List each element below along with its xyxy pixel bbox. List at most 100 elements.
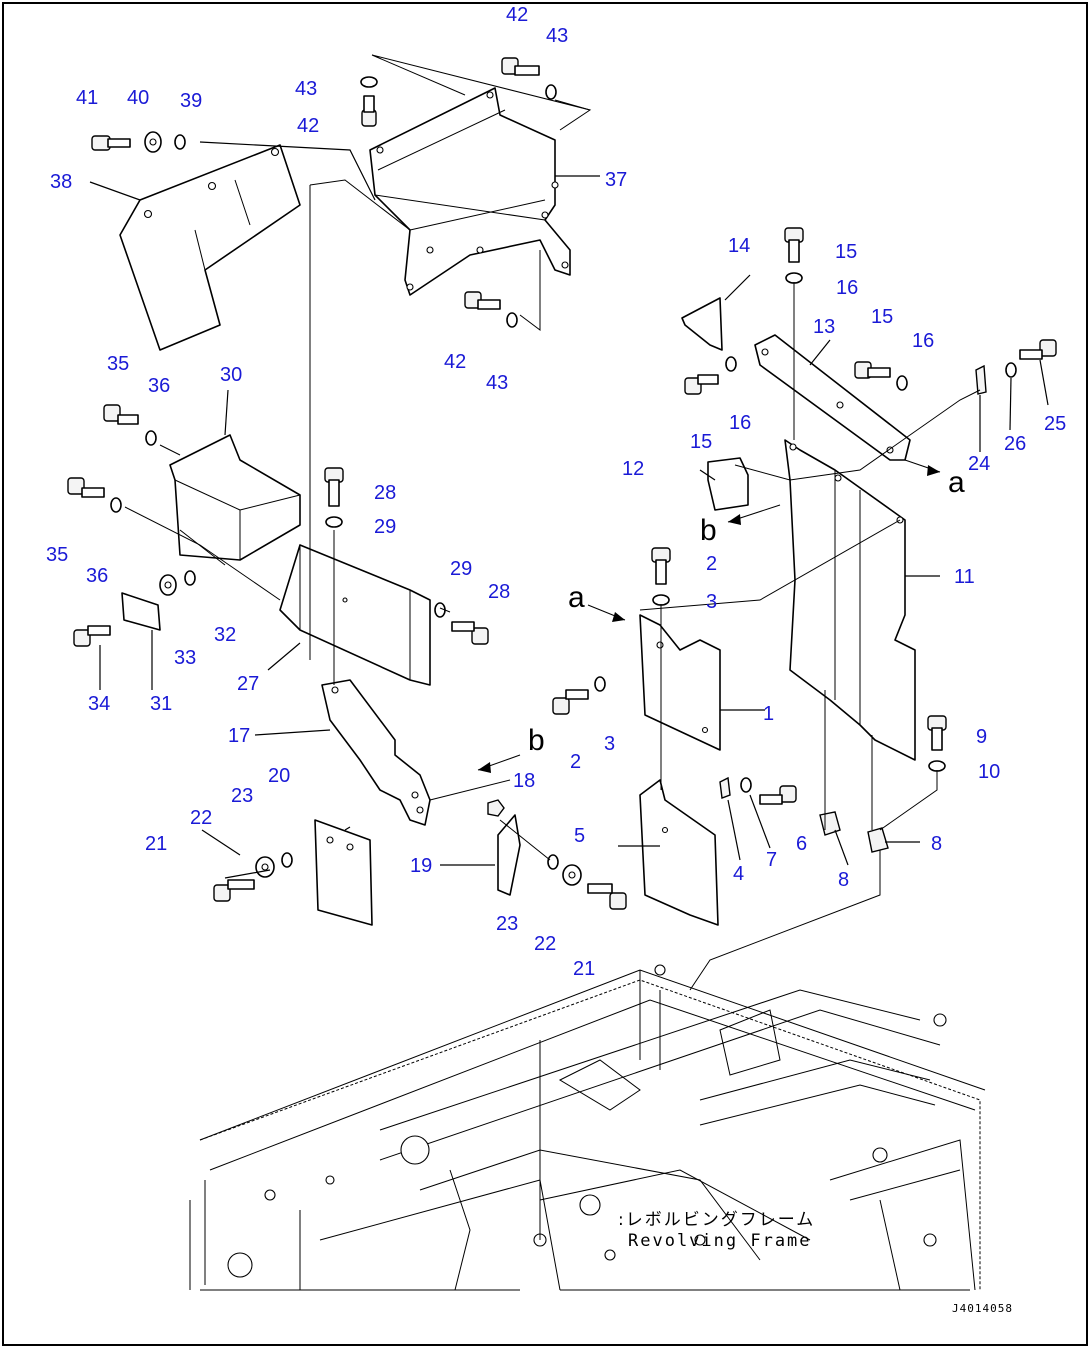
callout-43-top[interactable]: 43 (546, 25, 568, 47)
washer-23-left (281, 852, 293, 868)
washer-36-bottom (110, 497, 122, 513)
callout-9[interactable]: 9 (976, 726, 987, 748)
callout-43-bottom[interactable]: 43 (486, 372, 508, 394)
bolt-21-left (213, 879, 255, 902)
part-5-cover (639, 779, 719, 926)
part-31-small-plate (121, 592, 161, 631)
washer-32 (184, 570, 196, 586)
bolt-6 (759, 785, 797, 805)
callout-36-bottom[interactable]: 36 (86, 565, 108, 587)
callout-27[interactable]: 27 (237, 673, 259, 695)
callout-20[interactable]: 20 (268, 765, 290, 787)
bolt-35-bottom (67, 477, 105, 498)
callout-35-top[interactable]: 35 (107, 353, 129, 375)
callout-12[interactable]: 12 (622, 458, 644, 480)
callout-15-left[interactable]: 15 (690, 431, 712, 453)
callout-39[interactable]: 39 (180, 90, 202, 112)
washer-43-left (360, 76, 378, 88)
washer-7 (740, 777, 752, 793)
washer-29-top (325, 516, 343, 528)
callout-8-right[interactable]: 8 (931, 833, 942, 855)
callout-7[interactable]: 7 (766, 849, 777, 871)
washer-29-right (434, 602, 446, 618)
washer-36-top (145, 430, 157, 446)
bolt-25 (1019, 339, 1057, 360)
callout-6[interactable]: 6 (796, 833, 807, 855)
ref-letter-b-lower: b (528, 724, 545, 757)
callout-22-right[interactable]: 22 (534, 933, 556, 955)
callout-28-top[interactable]: 28 (374, 482, 396, 504)
callout-38[interactable]: 38 (50, 171, 72, 193)
washer-3-left (594, 676, 606, 692)
callout-21-left[interactable]: 21 (145, 833, 167, 855)
washer-43-bottom (506, 312, 518, 328)
ref-letter-a-right: a (948, 466, 965, 499)
callout-3-left[interactable]: 3 (604, 733, 615, 755)
callout-37[interactable]: 37 (605, 169, 627, 191)
callout-42-top[interactable]: 42 (506, 4, 528, 26)
callout-11[interactable]: 11 (954, 566, 975, 588)
part-11-large-panel (784, 439, 916, 761)
callout-31[interactable]: 31 (150, 693, 172, 715)
callout-15-top[interactable]: 15 (835, 241, 857, 263)
callout-29-top[interactable]: 29 (374, 516, 396, 538)
callout-5[interactable]: 5 (574, 825, 585, 847)
callout-13[interactable]: 13 (813, 316, 835, 338)
bolt-15-top (784, 227, 804, 263)
part-17-bracket (321, 679, 431, 826)
callout-30[interactable]: 30 (220, 364, 242, 386)
callout-16-right[interactable]: 16 (912, 330, 934, 352)
callout-18[interactable]: 18 (513, 770, 535, 792)
callout-40[interactable]: 40 (127, 87, 149, 109)
callout-34[interactable]: 34 (88, 693, 110, 715)
callout-29-right[interactable]: 29 (450, 558, 472, 580)
bolt-2-left (552, 689, 589, 715)
callout-33[interactable]: 33 (174, 647, 196, 669)
washer-33 (159, 574, 177, 596)
callout-16-top[interactable]: 16 (836, 277, 858, 299)
part-27-plate (279, 544, 431, 686)
callout-25[interactable]: 25 (1044, 413, 1066, 435)
callout-42-bottom[interactable]: 42 (444, 351, 466, 373)
callout-43-left[interactable]: 43 (295, 78, 317, 100)
callout-28-right[interactable]: 28 (488, 581, 510, 603)
callout-32[interactable]: 32 (214, 624, 236, 646)
washer-10 (928, 760, 946, 772)
callout-42-left[interactable]: 42 (297, 115, 319, 137)
bolt-15-left (684, 374, 719, 395)
callout-36-top[interactable]: 36 (148, 375, 170, 397)
washer-23-right (547, 854, 559, 870)
callout-16-left[interactable]: 16 (729, 412, 751, 434)
frame-label-english: Revolving Frame (628, 1231, 812, 1251)
callout-3-top[interactable]: 3 (706, 591, 717, 613)
callout-41[interactable]: 41 (76, 87, 98, 109)
ref-letter-a-left: a (568, 581, 585, 614)
callout-10[interactable]: 10 (978, 761, 1000, 783)
part-1-cover (639, 614, 721, 751)
callout-2-left[interactable]: 2 (570, 751, 581, 773)
callout-26[interactable]: 26 (1004, 433, 1026, 455)
callout-14[interactable]: 14 (728, 235, 750, 257)
revolving-frame-drawing (189, 964, 986, 1291)
part-24-clip (975, 364, 987, 395)
callout-4[interactable]: 4 (733, 863, 744, 885)
bolt-42-left (361, 95, 377, 127)
callout-2-top[interactable]: 2 (706, 553, 717, 575)
callout-8-left[interactable]: 8 (838, 869, 849, 891)
callout-17[interactable]: 17 (228, 725, 250, 747)
callout-22-left[interactable]: 22 (190, 807, 212, 829)
callout-21-right[interactable]: 21 (573, 958, 595, 980)
callout-23-left[interactable]: 23 (231, 785, 253, 807)
washer-16-left (725, 356, 737, 372)
callout-35-bottom[interactable]: 35 (46, 544, 68, 566)
callout-19[interactable]: 19 (410, 855, 432, 877)
washer-3-top (652, 594, 670, 606)
callout-1[interactable]: 1 (763, 703, 774, 725)
callout-23-right[interactable]: 23 (496, 913, 518, 935)
callout-24[interactable]: 24 (968, 453, 990, 475)
part-30-bracket-box (169, 434, 301, 561)
washer-26 (1005, 362, 1017, 378)
callout-15-right[interactable]: 15 (871, 306, 893, 328)
leader-lines (89, 54, 1049, 1240)
